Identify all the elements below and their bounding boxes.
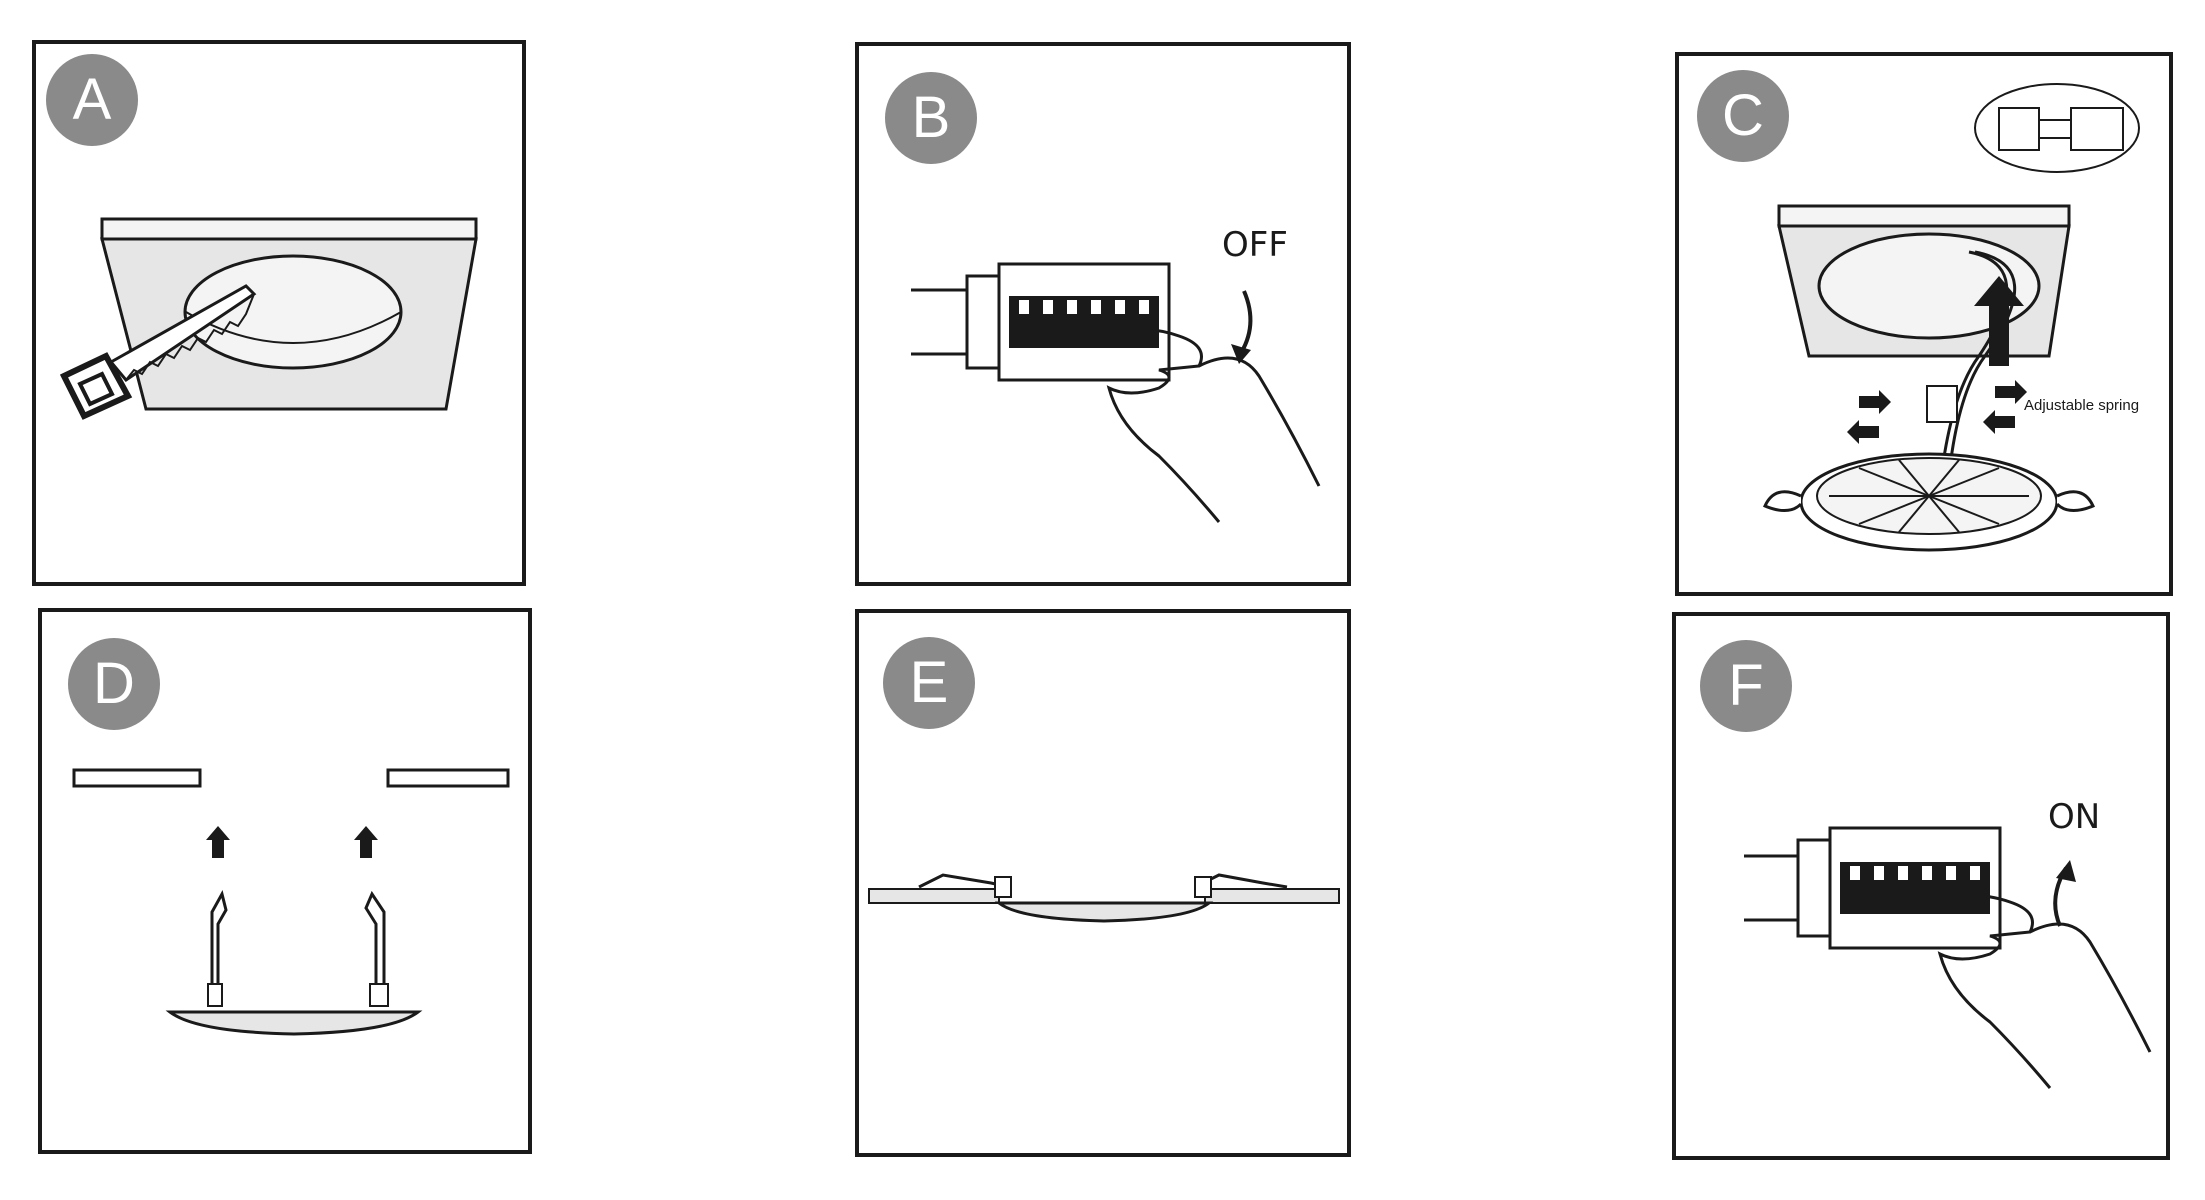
- ceiling-right: [386, 768, 510, 788]
- insert-fixture-illustration: [72, 768, 510, 1036]
- step-panel-d: D: [38, 608, 532, 1154]
- step-badge-a: A: [46, 54, 138, 146]
- hand: [1919, 893, 2152, 1089]
- downlight: [994, 901, 1214, 923]
- step-badge-f: F: [1700, 640, 1792, 732]
- ceiling-board: [100, 217, 478, 241]
- wiring-illustration: Adjustable spring: [1762, 83, 2140, 552]
- on-label: ON: [2048, 797, 2100, 837]
- step-badge-b: B: [885, 72, 977, 164]
- downlight: [165, 1010, 423, 1036]
- step-badge-c: C: [1697, 70, 1789, 162]
- up-arrow-left: [206, 826, 230, 858]
- spring-right: [2055, 490, 2096, 512]
- wire-connector: [1926, 385, 1958, 423]
- ceiling-hole: [1817, 232, 2041, 340]
- ceiling-right: [1204, 888, 1340, 904]
- cut-hole-illustration: [59, 217, 478, 420]
- step-panel-b: B OFF: [855, 42, 1351, 586]
- step-badge-d: D: [68, 638, 160, 730]
- off-label: OFF: [1222, 225, 1288, 265]
- hand: [1088, 327, 1321, 523]
- ceiling-left: [72, 768, 202, 788]
- adjustable-spring-label: Adjustable spring: [2024, 397, 2139, 414]
- off-arrow: [1237, 290, 1253, 358]
- push-up-arrow: [1974, 276, 2024, 366]
- step-panel-e: E: [855, 609, 1351, 1157]
- breaker-off-illustration: OFF: [911, 225, 1321, 523]
- ceiling-left: [868, 888, 1000, 904]
- spring-right: [364, 890, 386, 984]
- spring-left: [210, 889, 228, 984]
- installed-fixture-illustration: [868, 873, 1340, 923]
- spring-left: [1762, 490, 1803, 512]
- breaker-on-illustration: ON: [1744, 797, 2152, 1089]
- step-panel-f: F ON: [1672, 612, 2170, 1160]
- step-panel-c: C Adjustable spring: [1675, 52, 2173, 596]
- step-badge-e: E: [883, 637, 975, 729]
- up-arrow-right: [354, 826, 378, 858]
- step-panel-a: A: [32, 40, 526, 586]
